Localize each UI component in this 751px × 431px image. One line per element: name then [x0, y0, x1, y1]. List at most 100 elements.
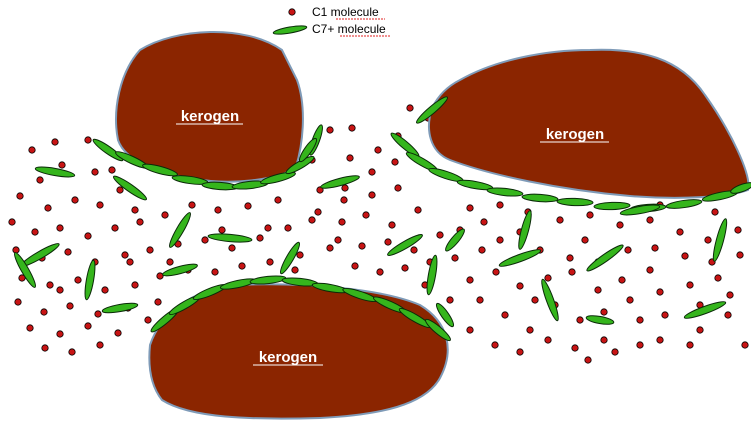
c1-molecule: [637, 317, 643, 323]
c1-molecule: [727, 292, 733, 298]
c1-molecule: [493, 269, 499, 275]
c1-molecule: [715, 275, 721, 281]
c1-molecule: [617, 222, 623, 228]
c1-molecule: [411, 247, 417, 253]
c1-molecule: [239, 263, 245, 269]
c1-molecule: [637, 342, 643, 348]
c1-molecule: [415, 207, 421, 213]
c1-molecule: [85, 323, 91, 329]
c1-molecule: [72, 197, 78, 203]
c7-molecule: [386, 232, 424, 258]
c1-molecule: [567, 255, 573, 261]
c7-molecule: [522, 193, 558, 203]
c1-molecule: [57, 287, 63, 293]
kerogen-shape: [429, 50, 748, 198]
c1-molecule: [47, 282, 53, 288]
c1-molecule: [127, 259, 133, 265]
c1-molecule: [687, 282, 693, 288]
c1-molecule: [229, 245, 235, 251]
c1-molecule: [712, 209, 718, 215]
c1-molecule: [705, 237, 711, 243]
c7-molecule: [487, 187, 524, 198]
c1-molecule: [725, 312, 731, 318]
c1-molecule: [601, 337, 607, 343]
c1-molecule: [352, 263, 358, 269]
c1-molecule: [481, 219, 487, 225]
c1-molecule: [652, 245, 658, 251]
c1-molecule: [377, 269, 383, 275]
legend-c7-label: C7+ molecule: [312, 22, 386, 36]
c1-molecule: [532, 297, 538, 303]
kerogen-label: kerogen: [546, 126, 604, 143]
c7-molecule: [498, 247, 542, 269]
c7-molecule: [102, 301, 139, 314]
c1-molecule: [122, 252, 128, 258]
c1-molecule: [647, 217, 653, 223]
c7-molecule: [586, 314, 615, 326]
c1-molecule: [545, 337, 551, 343]
c7-molecule: [666, 198, 703, 210]
c1-molecule: [9, 219, 15, 225]
c1-molecule: [497, 237, 503, 243]
c1-molecule: [327, 245, 333, 251]
c1-molecule: [57, 331, 63, 337]
c7-molecule: [539, 278, 561, 322]
kerogen-1: kerogen: [116, 32, 303, 182]
c1-molecule: [97, 342, 103, 348]
c1-molecule: [467, 205, 473, 211]
legend-c1-marker: [289, 9, 295, 15]
c7-molecule: [208, 232, 252, 243]
c1-molecule: [735, 227, 741, 233]
c7-molecule: [585, 242, 625, 273]
c1-molecule: [572, 345, 578, 351]
c1-molecule: [45, 205, 51, 211]
c1-molecule: [132, 282, 138, 288]
legend: C1 molecule C7+ molecule: [273, 5, 390, 36]
c1-molecule: [687, 342, 693, 348]
kerogen-shape: [116, 32, 303, 182]
c1-molecule: [569, 269, 575, 275]
c1-molecule: [625, 247, 631, 253]
c1-molecule: [339, 219, 345, 225]
c1-molecule: [595, 287, 601, 293]
c1-molecule: [545, 275, 551, 281]
legend-c1-label: C1 molecule: [312, 5, 379, 19]
kerogen-label: kerogen: [259, 349, 317, 366]
c1-molecule: [742, 342, 748, 348]
c1-molecule: [577, 317, 583, 323]
c1-molecule: [157, 273, 163, 279]
c1-molecule: [32, 229, 38, 235]
c1-molecule: [57, 225, 63, 231]
c1-molecule: [97, 202, 103, 208]
c1-molecule: [587, 212, 593, 218]
c7-molecule: [443, 227, 467, 253]
c1-molecule: [335, 237, 341, 243]
c1-molecule: [102, 287, 108, 293]
c1-molecule: [275, 197, 281, 203]
c1-molecule: [95, 311, 101, 317]
c1-molecule: [37, 177, 43, 183]
c1-molecule: [682, 253, 688, 259]
c1-molecule: [69, 349, 75, 355]
c1-molecule: [65, 249, 71, 255]
c1-molecule: [112, 225, 118, 231]
c7-molecule: [557, 198, 593, 206]
c1-molecule: [347, 155, 353, 161]
c1-molecule: [285, 225, 291, 231]
c1-molecule: [109, 167, 115, 173]
c1-molecule: [527, 327, 533, 333]
c1-molecule: [257, 235, 263, 241]
kerogen-2: kerogen: [429, 50, 748, 198]
c1-molecule: [85, 137, 91, 143]
c1-molecule: [265, 225, 271, 231]
c1-molecule: [212, 269, 218, 275]
c1-molecule: [189, 202, 195, 208]
c1-molecule: [315, 209, 321, 215]
c1-molecule: [395, 185, 401, 191]
legend-c7-marker: [273, 24, 308, 36]
c7-molecule: [320, 173, 361, 190]
c1-molecule: [662, 312, 668, 318]
c1-molecule: [147, 247, 153, 253]
c1-molecule: [29, 147, 35, 153]
